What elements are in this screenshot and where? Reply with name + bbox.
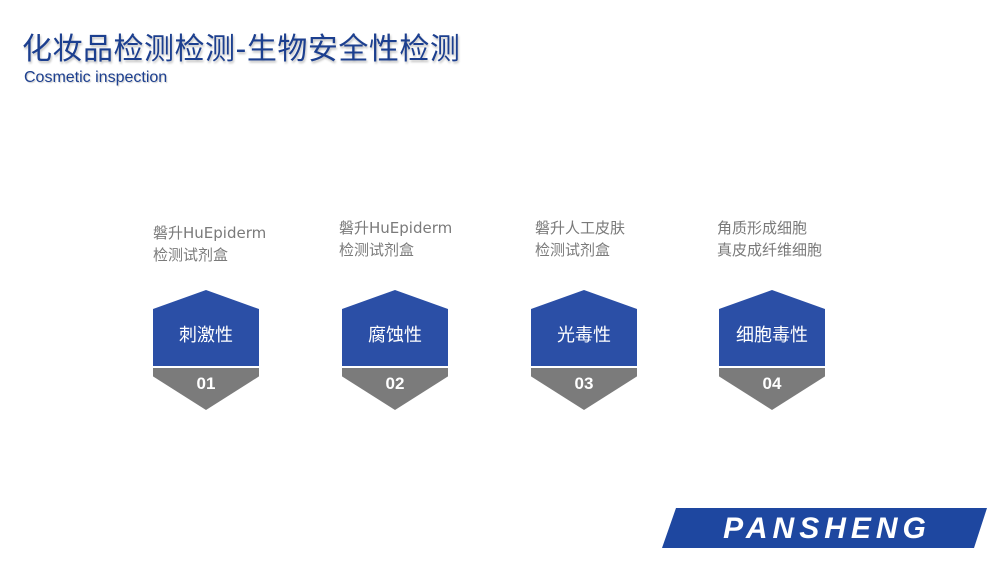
step-number: 01 bbox=[153, 368, 259, 410]
step-hexagon: 腐蚀性 02 bbox=[342, 290, 452, 412]
step-number: 03 bbox=[531, 368, 637, 410]
step-label: 光毒性 bbox=[531, 290, 637, 366]
step-label: 腐蚀性 bbox=[342, 290, 448, 366]
step-card-4: 角质形成细胞 真皮成纤维细胞 细胞毒性 04 bbox=[717, 219, 867, 410]
page-title: 化妆品检测检测-生物安全性检测 bbox=[22, 32, 461, 67]
step-hexagon: 细胞毒性 04 bbox=[719, 290, 829, 412]
page-subtitle: Cosmetic inspection bbox=[24, 69, 168, 86]
step-desc-line1: 磐升人工皮肤 bbox=[535, 219, 626, 237]
logo-text: PANSHENG bbox=[723, 512, 931, 545]
step-desc-line1: 磐升HuEpiderm bbox=[339, 219, 453, 237]
step-label: 细胞毒性 bbox=[719, 290, 825, 366]
step-card-3: 磐升人工皮肤 检测试剂盒 光毒性 03 bbox=[531, 219, 685, 410]
step-desc-line2: 检测试剂盒 bbox=[339, 241, 415, 259]
step-number: 02 bbox=[342, 368, 448, 410]
step-number: 04 bbox=[719, 368, 825, 410]
step-label: 刺激性 bbox=[153, 290, 259, 366]
step-desc-line2: 检测试剂盒 bbox=[535, 241, 611, 259]
step-desc-line1: 角质形成细胞 bbox=[717, 219, 808, 237]
step-hexagon: 刺激性 01 bbox=[153, 290, 263, 412]
pansheng-logo: PANSHENG bbox=[662, 508, 987, 548]
step-desc-line2: 真皮成纤维细胞 bbox=[717, 241, 823, 259]
step-desc-line1: 磐升HuEpiderm bbox=[153, 224, 267, 242]
step-desc-line2: 检测试剂盒 bbox=[153, 246, 229, 264]
step-hexagon: 光毒性 03 bbox=[531, 290, 641, 412]
step-card-1: 磐升HuEpiderm 检测试剂盒 刺激性 01 bbox=[153, 222, 303, 410]
step-card-2: 磐升HuEpiderm 检测试剂盒 腐蚀性 02 bbox=[339, 219, 489, 410]
